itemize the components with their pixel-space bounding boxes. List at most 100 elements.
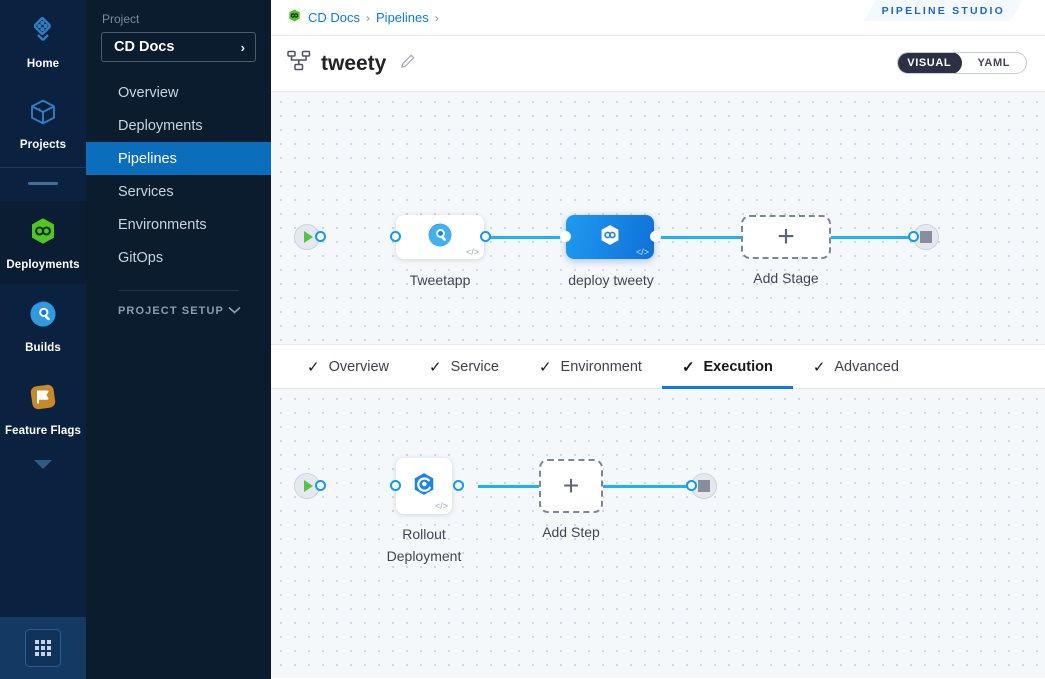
tab-execution[interactable]: ✓ Execution xyxy=(661,345,793,389)
module-rail: Home Projects xyxy=(0,0,86,679)
sidebar-project-setup-label: PROJECT SETUP xyxy=(118,305,224,317)
rail-item-label: Deployments xyxy=(6,259,80,272)
sidebar-item-services[interactable]: Services xyxy=(86,175,271,208)
stage-node-tweetapp[interactable]: </> xyxy=(396,215,484,259)
add-stage-button[interactable]: + xyxy=(741,215,831,259)
project-section-label: Project xyxy=(102,12,140,26)
sidebar-item-label: Environments xyxy=(118,216,207,233)
step-node-rollout-deployment[interactable]: </> xyxy=(396,458,452,514)
port-rollout-in[interactable] xyxy=(390,480,401,491)
rail-item-feature-flags[interactable]: Feature Flags xyxy=(0,367,86,450)
port-start-out[interactable] xyxy=(315,231,326,242)
stage-config-tabs: ✓ Overview ✓ Service ✓ Environment ✓ Exe… xyxy=(271,345,1045,389)
tab-label: Execution xyxy=(703,358,773,375)
pipeline-studio-badge: PIPELINE STUDIO xyxy=(864,0,1023,21)
breadcrumb-separator: › xyxy=(434,10,439,25)
sidebar-item-gitops[interactable]: GitOps xyxy=(86,241,271,274)
pipeline-hierarchy-icon xyxy=(287,50,311,77)
rail-item-builds[interactable]: Builds xyxy=(0,284,86,367)
rail-handle xyxy=(28,182,58,186)
sidebar-project-setup[interactable]: PROJECT SETUP xyxy=(86,291,271,317)
page-title: tweety xyxy=(321,51,387,75)
tab-label: Advanced xyxy=(834,358,899,375)
toggle-option-yaml[interactable]: YAML xyxy=(977,57,1011,69)
chevron-down-icon[interactable] xyxy=(31,457,55,476)
check-icon: ✓ xyxy=(429,358,442,376)
sidebar-item-deployments[interactable]: Deployments xyxy=(86,109,271,142)
cube-icon xyxy=(28,97,58,132)
breadcrumb-link-pipelines[interactable]: Pipelines xyxy=(376,10,429,25)
check-icon: ✓ xyxy=(307,358,320,376)
tab-advanced[interactable]: ✓ Advanced xyxy=(793,345,919,388)
sidebar-item-label: GitOps xyxy=(118,249,164,266)
project-sidebar: Project CD Docs › Overview Deployments P… xyxy=(86,0,271,679)
check-icon: ✓ xyxy=(681,358,695,376)
project-selector-name: CD Docs xyxy=(114,39,175,55)
plus-icon: + xyxy=(562,470,580,501)
check-icon: ✓ xyxy=(812,358,826,376)
build-stage-icon xyxy=(426,221,454,254)
home-clover-icon xyxy=(27,14,59,51)
rail-footer xyxy=(0,617,86,679)
plus-icon: + xyxy=(777,220,795,253)
tab-label: Service xyxy=(450,358,499,375)
port-rollout-out[interactable] xyxy=(453,480,464,491)
edge-tweetapp-to-deploy xyxy=(478,236,570,239)
rail-item-label: Home xyxy=(26,58,60,70)
stage-code-badge[interactable]: </> xyxy=(465,247,479,257)
port-deploy-in[interactable] xyxy=(560,231,571,242)
stage-code-badge[interactable]: </> xyxy=(635,247,649,257)
sidebar-item-environments[interactable]: Environments xyxy=(86,208,271,241)
port-deploy-out[interactable] xyxy=(650,231,661,242)
step-label-line2: Deployment xyxy=(386,547,462,564)
main-panel: CD Docs › Pipelines › PIPELINE STUDIO tw… xyxy=(271,0,1045,679)
tab-service[interactable]: ✓ Service xyxy=(409,345,519,388)
rollout-deployment-icon xyxy=(410,470,438,503)
rail-item-projects[interactable]: Projects xyxy=(0,83,86,164)
builds-circle-icon xyxy=(27,298,59,335)
port-step-end-in[interactable] xyxy=(686,480,697,491)
step-graph-canvas[interactable]: </> Rollout Deployment + Add Step xyxy=(271,389,1045,678)
check-icon: ✓ xyxy=(538,358,552,376)
project-nav: Overview Deployments Pipelines Services … xyxy=(86,76,271,274)
toggle-option-visual[interactable]: VISUAL xyxy=(898,53,962,73)
port-tweetapp-out[interactable] xyxy=(480,231,491,242)
add-step-button[interactable]: + xyxy=(539,459,603,513)
pencil-icon[interactable] xyxy=(400,53,416,74)
project-selector[interactable]: CD Docs › xyxy=(101,32,256,62)
edge-rollout-to-addstep xyxy=(478,485,561,488)
rail-item-home[interactable]: Home xyxy=(0,0,86,83)
sidebar-item-label: Deployments xyxy=(118,117,203,134)
stage-node-deploy-tweety[interactable]: </> xyxy=(566,215,654,259)
sidebar-item-label: Overview xyxy=(118,84,179,101)
tab-overview[interactable]: ✓ Overview xyxy=(287,345,409,388)
breadcrumb-separator: › xyxy=(366,10,371,25)
step-label-rollout-deployment: Rollout Deployment xyxy=(364,524,484,567)
tab-label: Environment xyxy=(560,358,642,375)
edge-deploy-to-addstage xyxy=(658,236,750,239)
stage-label-deploy-tweety: deploy tweety xyxy=(568,272,654,288)
edge-addstep-to-end xyxy=(604,485,694,488)
stage-label-tweetapp: Tweetapp xyxy=(409,272,471,288)
sidebar-item-pipelines[interactable]: Pipelines xyxy=(86,142,271,175)
step-code-badge[interactable]: </> xyxy=(434,501,448,511)
add-stage-label: Add Stage xyxy=(753,270,819,286)
port-tweetapp-in[interactable] xyxy=(390,231,401,242)
pipeline-title-bar: tweety VISUAL YAML xyxy=(271,36,1045,92)
chevron-down-icon xyxy=(228,305,241,317)
tab-environment[interactable]: ✓ Environment xyxy=(519,345,662,388)
breadcrumb-link-cd-docs[interactable]: CD Docs xyxy=(308,10,361,25)
sidebar-item-overview[interactable]: Overview xyxy=(86,76,271,109)
rail-item-deployments[interactable]: Deployments xyxy=(0,201,86,284)
port-step-start-out[interactable] xyxy=(315,480,326,491)
port-end-in[interactable] xyxy=(908,231,919,242)
sidebar-item-label: Pipelines xyxy=(118,150,177,167)
rail-divider xyxy=(0,167,86,169)
stage-graph-canvas[interactable]: </> Tweetapp </> deploy tweet xyxy=(271,92,1045,345)
sidebar-divider xyxy=(118,290,239,291)
grid-apps-icon[interactable] xyxy=(25,629,61,667)
sidebar-item-label: Services xyxy=(118,183,174,200)
view-mode-toggle[interactable]: VISUAL YAML xyxy=(897,52,1027,74)
edge-addstage-to-end xyxy=(829,236,923,239)
